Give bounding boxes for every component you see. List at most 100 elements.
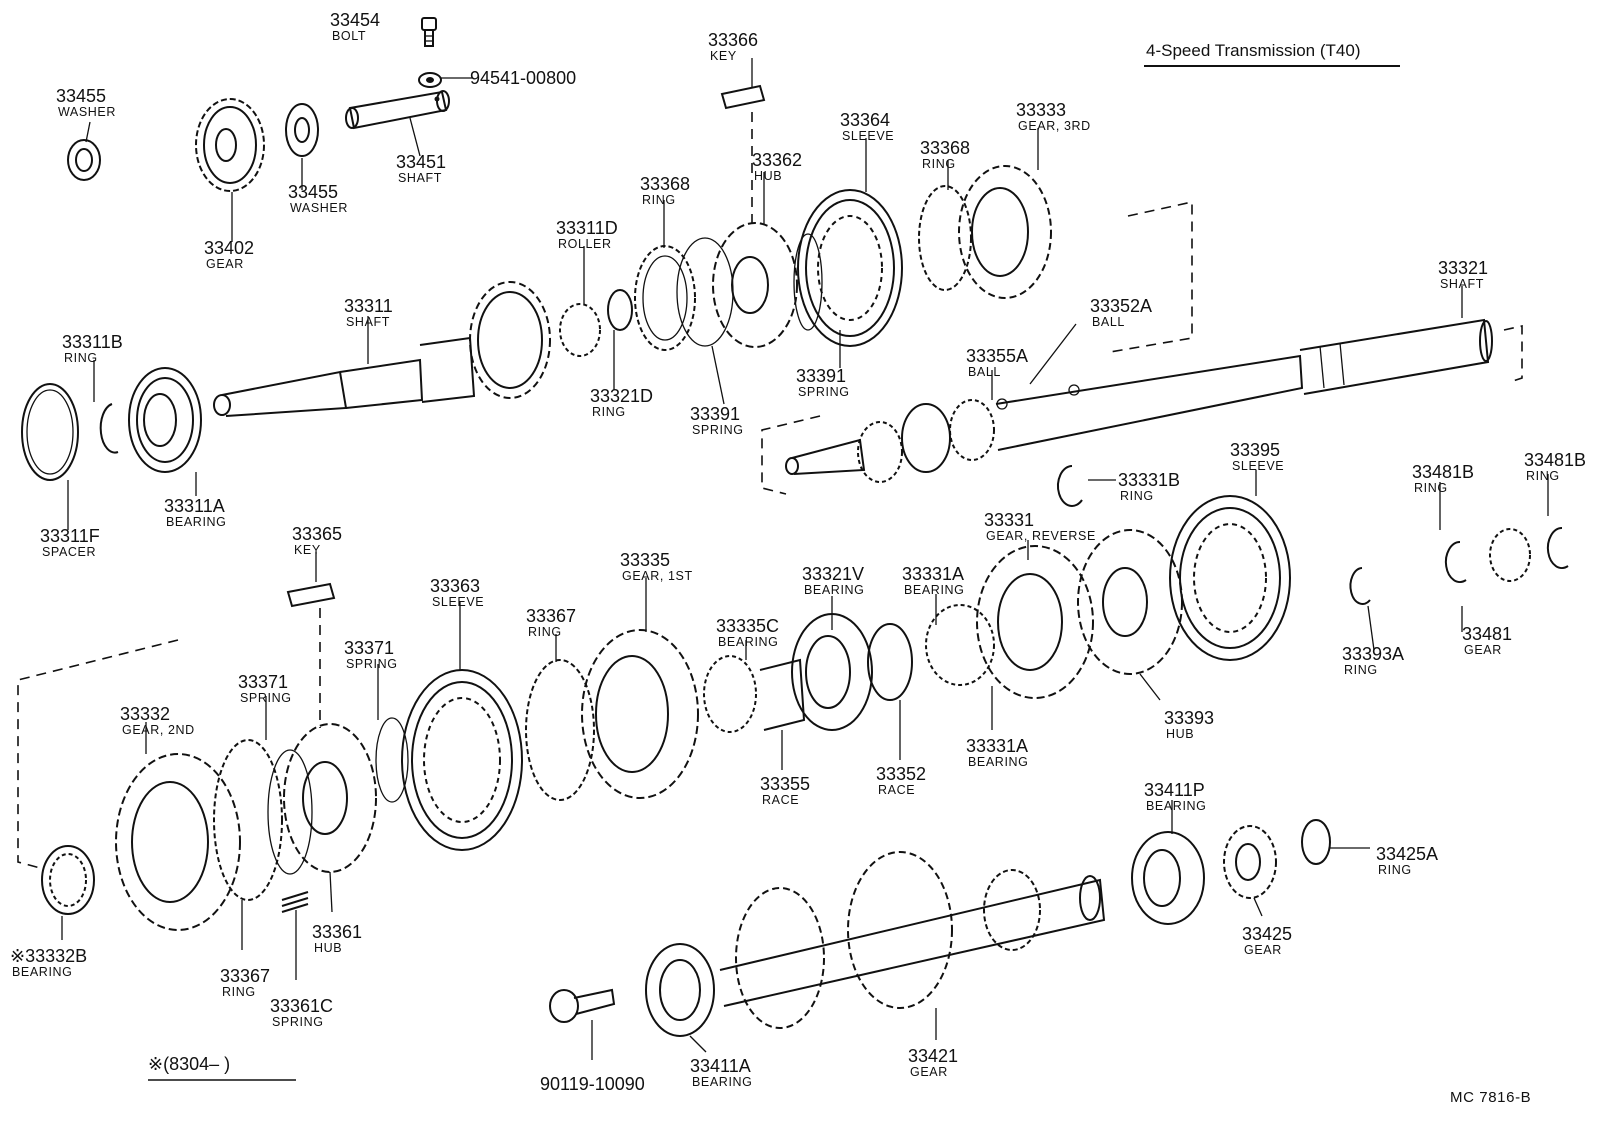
key-33365-drawing	[286, 582, 336, 608]
part-number: 33331B	[1118, 470, 1180, 490]
part-name: SPRING	[272, 1015, 324, 1029]
part-number: 33371	[238, 672, 288, 692]
gear-33402-drawing	[195, 98, 265, 192]
bearing-33321V-drawing	[791, 613, 873, 731]
part-name: SHAFT	[346, 315, 390, 329]
part-name: SPRING	[798, 385, 850, 399]
ring-33367b-drawing	[213, 739, 283, 901]
bearing-33411A-drawing	[645, 943, 715, 1037]
part-number: 33421	[908, 1046, 958, 1066]
part-number: 33311F	[40, 526, 100, 546]
part-name: SLEEVE	[1232, 459, 1284, 473]
bearing-33311A-drawing	[128, 367, 202, 473]
ball-33352A-drawing	[1068, 384, 1080, 396]
part-number: 33402	[204, 238, 254, 258]
part-name: GEAR, 2ND	[122, 723, 195, 737]
bolt-90119-drawing	[549, 988, 616, 1023]
part-number: 90119-10090	[540, 1074, 645, 1094]
part-name: BEARING	[1146, 799, 1206, 813]
part-name: RING	[1526, 469, 1560, 483]
part-name: SHAFT	[1440, 277, 1484, 291]
ring-33331B-drawing	[1057, 465, 1083, 507]
gear-33481-drawing	[1489, 528, 1531, 582]
part-name: BOLT	[332, 29, 366, 43]
part-name: RING	[64, 351, 98, 365]
spring-33371b-drawing	[267, 749, 313, 875]
ring-33311B-drawing	[99, 403, 119, 454]
spring-33371a-drawing	[375, 717, 409, 803]
part-number: 33364	[840, 110, 890, 130]
part-labels: 33454BOLT94541-0080033366KEY33455WASHER3…	[10, 10, 1586, 1094]
part-name: KEY	[294, 543, 321, 557]
part-name: ROLLER	[558, 237, 612, 251]
ring-33481Ba-drawing	[1444, 540, 1467, 583]
part-number: 33366	[708, 30, 758, 50]
part-name: WASHER	[58, 105, 116, 119]
part-number: 33481B	[1524, 450, 1586, 470]
ball-33355A-drawing	[996, 398, 1008, 410]
part-number: 33352	[876, 764, 926, 784]
assembly-guide-lines	[17, 112, 1523, 869]
part-number: 33331A	[902, 564, 964, 584]
part-name: HUB	[314, 941, 342, 955]
hub-33361-drawing	[283, 723, 377, 873]
part-name: SPRING	[346, 657, 398, 671]
part-name: RING	[222, 985, 256, 999]
part-name: RING	[1120, 489, 1154, 503]
part-number: 33361	[312, 922, 362, 942]
ring-33368b-drawing	[918, 185, 972, 291]
part-number: 94541-00800	[470, 68, 576, 88]
part-number: 33367	[526, 606, 576, 626]
part-number: 33425A	[1376, 844, 1438, 864]
part-number: 33391	[690, 404, 740, 424]
diagram-footer: ※(8304– ) MC 7816-B	[148, 1054, 1531, 1106]
part-number: ※33332B	[10, 946, 87, 966]
sleeve-33363-drawing	[401, 669, 523, 851]
part-name: BEARING	[12, 965, 72, 979]
bearing-33335C-drawing	[703, 655, 757, 733]
ring-33368a-drawing	[634, 245, 696, 351]
part-number: 33311D	[556, 218, 618, 238]
part-name: RACE	[762, 793, 799, 807]
hub-33393-drawing	[1077, 529, 1183, 675]
part-name: GEAR, REVERSE	[986, 529, 1096, 543]
part-number: 33362	[752, 150, 802, 170]
part-number: 33321	[1438, 258, 1488, 278]
part-name: GEAR	[206, 257, 244, 271]
part-number: 33332	[120, 704, 170, 724]
part-number: 33311B	[62, 332, 123, 352]
part-number: 33455	[288, 182, 338, 202]
bearing-33331A-drawing	[925, 604, 995, 686]
ring-33393A-drawing	[1349, 567, 1371, 605]
part-name: SPACER	[42, 545, 96, 559]
part-number: 33455	[56, 86, 106, 106]
part-number: 33391	[796, 366, 846, 386]
part-number: 33365	[292, 524, 342, 544]
